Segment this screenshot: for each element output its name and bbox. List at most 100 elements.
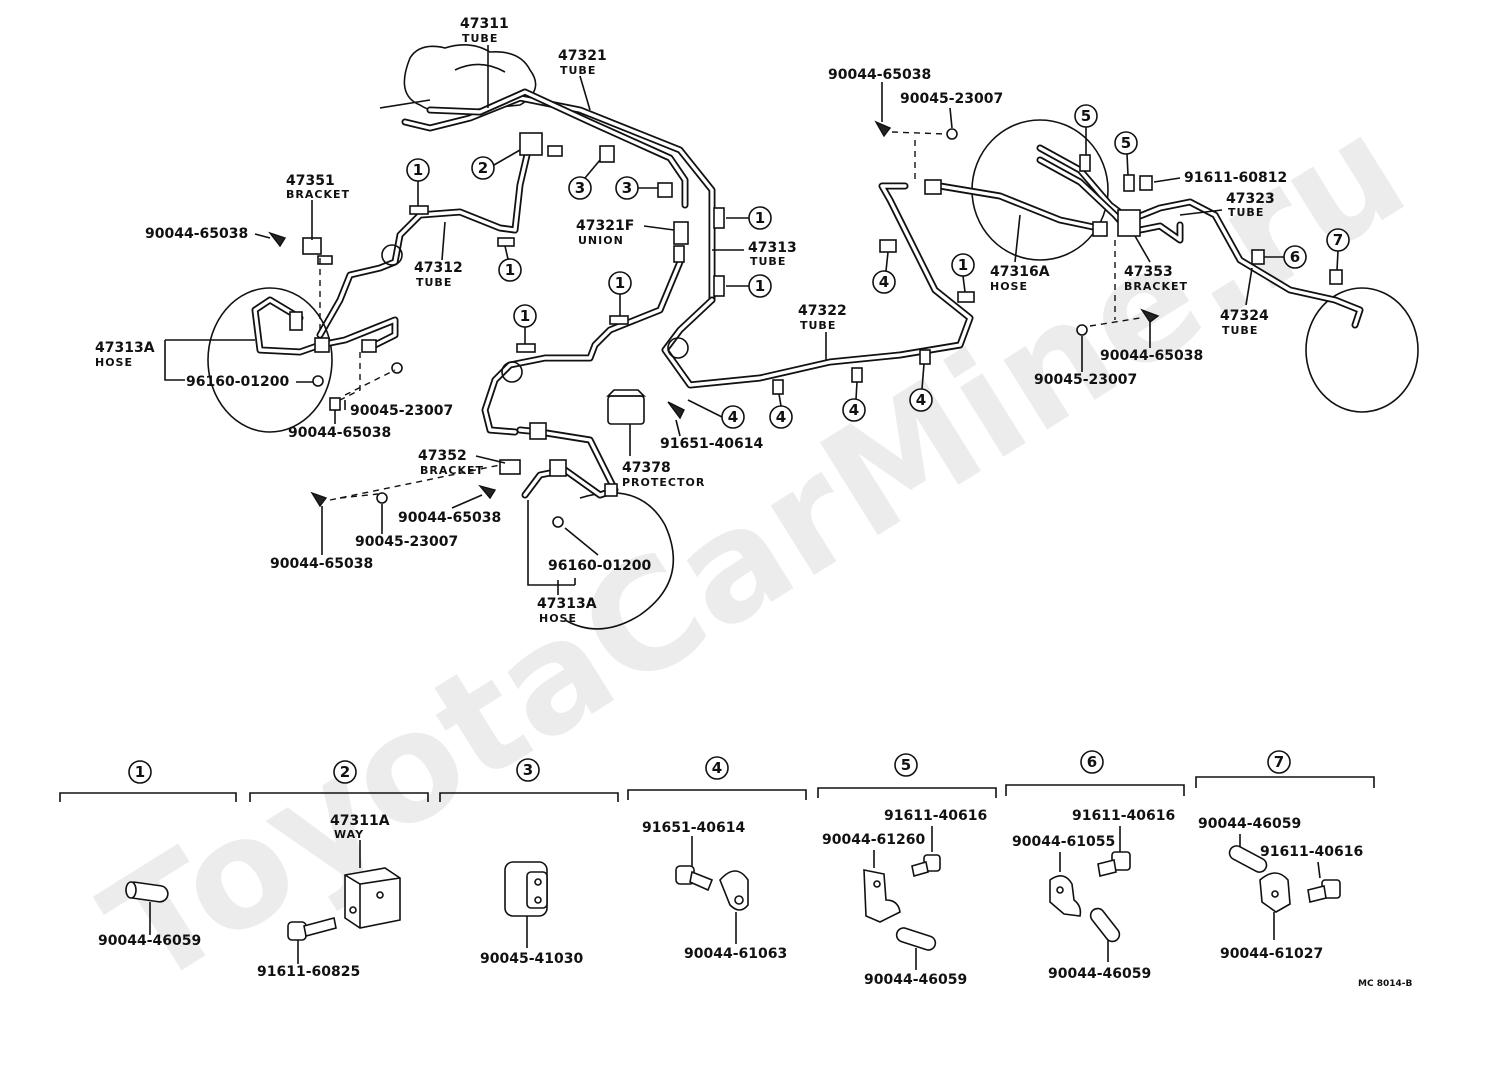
svg-text:90044-61027: 90044-61027 (1220, 946, 1323, 962)
legend-group-6: 6 91611-40616 90044-61055 90044-46059 (1005, 750, 1185, 982)
pn-1: 90044-65038 (145, 226, 248, 242)
part-numbers: 90044-65038 96160-01200 90045-23007 9004… (145, 67, 1287, 574)
svg-text:4: 4 (879, 273, 889, 291)
bubble: 5 (1114, 131, 1138, 155)
svg-text:90044-61260: 90044-61260 (822, 832, 925, 848)
svg-text:TUBE: TUBE (560, 64, 596, 77)
tube-clips (409, 205, 975, 395)
svg-text:BRACKET: BRACKET (286, 188, 350, 201)
svg-text:7: 7 (1274, 753, 1284, 771)
bubble: 1 (498, 258, 522, 282)
bubble: 6 (1283, 245, 1307, 269)
callout-47352: 47352 BRACKET (418, 448, 506, 477)
svg-text:TUBE: TUBE (800, 319, 836, 332)
svg-text:7: 7 (1333, 231, 1343, 249)
bubble: 1 (513, 304, 537, 328)
svg-text:4: 4 (849, 401, 859, 419)
legend-group-2: 2 47311A WAY 91611-60825 (249, 760, 429, 980)
reference-bubbles: 1 2 3 3 1 1 1 1 1 4 4 4 4 4 1 5 5 6 7 (406, 104, 1350, 429)
svg-text:1: 1 (755, 277, 765, 295)
svg-text:1: 1 (755, 209, 765, 227)
svg-text:90044-46059: 90044-46059 (1048, 966, 1151, 982)
svg-text:3: 3 (622, 179, 632, 197)
svg-text:6: 6 (1290, 248, 1300, 266)
pn-3: 90045-23007 (350, 403, 453, 419)
pn-8: 96160-01200 (548, 558, 651, 574)
svg-text:90044-61063: 90044-61063 (684, 946, 787, 962)
bubble: 4 (842, 398, 866, 422)
pn-10: 90044-65038 (828, 67, 931, 83)
svg-text:91611-40616: 91611-40616 (1260, 844, 1363, 860)
pn-14: 91611-60812 (1184, 170, 1287, 186)
bubble: 1 (951, 253, 975, 277)
bubble: 4 (769, 405, 793, 429)
callout-47313: 47313 TUBE (712, 240, 797, 268)
svg-text:WAY: WAY (334, 828, 364, 841)
pn-7: 90044-65038 (270, 556, 373, 572)
svg-text:90044-61055: 90044-61055 (1012, 834, 1115, 850)
callout-47351: 47351 BRACKET (286, 173, 350, 240)
svg-text:TUBE: TUBE (462, 32, 498, 45)
svg-text:47313: 47313 (748, 240, 797, 256)
svg-text:91611-40616: 91611-40616 (1072, 808, 1175, 824)
bubble: 1 (608, 271, 632, 295)
svg-text:1: 1 (958, 256, 968, 274)
callout-47323: 47323 TUBE (1179, 191, 1275, 219)
svg-text:47353: 47353 (1124, 264, 1173, 280)
svg-text:47312: 47312 (414, 260, 463, 276)
rear-axle-brake (874, 119, 1419, 413)
svg-text:5: 5 (901, 756, 911, 774)
svg-text:47351: 47351 (286, 173, 335, 189)
svg-text:3: 3 (575, 179, 585, 197)
callout-47321f: 47321F UNION (576, 218, 675, 247)
bubble: 3 (615, 176, 639, 200)
svg-text:47324: 47324 (1220, 308, 1269, 324)
pn-9: 91651-40614 (660, 436, 763, 452)
svg-text:1: 1 (413, 161, 423, 179)
svg-text:HOSE: HOSE (990, 280, 1028, 293)
svg-text:3: 3 (523, 761, 533, 779)
callout-47313a-bottom: 47313A HOSE (527, 500, 597, 625)
svg-text:47352: 47352 (418, 448, 467, 464)
bracket-part (863, 854, 941, 951)
pn-12: 90044-65038 (1100, 348, 1203, 364)
svg-text:47313A: 47313A (95, 340, 155, 356)
master-cylinder-sketch (379, 44, 537, 114)
bubble: 1 (406, 158, 430, 182)
svg-text:TUBE: TUBE (1222, 324, 1258, 337)
svg-text:91611-40616: 91611-40616 (884, 808, 987, 824)
pn-11: 90045-23007 (900, 91, 1003, 107)
tube-47312 (316, 151, 531, 339)
svg-text:4: 4 (728, 408, 738, 426)
bubble: 4 (721, 405, 745, 429)
way-block-part (287, 867, 401, 941)
tube-47313 (481, 258, 684, 436)
pn-2: 96160-01200 (186, 374, 289, 390)
callout-47378: 47378 PROTECTOR (622, 424, 704, 489)
svg-text:1: 1 (505, 261, 515, 279)
svg-text:4: 4 (916, 391, 926, 409)
svg-text:1: 1 (615, 274, 625, 292)
bubble: 2 (471, 156, 495, 180)
legend-group-7: 7 90044-46059 91611-40616 90044-61027 (1195, 750, 1375, 962)
svg-text:UNION: UNION (578, 234, 624, 247)
callout-47313a-left: 47313A HOSE (95, 339, 255, 381)
legend-group-4: 4 91651-40614 90044-61063 (627, 756, 807, 962)
svg-text:1: 1 (520, 307, 530, 325)
callout-47324: 47324 TUBE (1220, 267, 1269, 337)
svg-text:4: 4 (776, 408, 786, 426)
pn-13: 90045-23007 (1034, 372, 1137, 388)
bubble: 3 (568, 176, 592, 200)
svg-text:1: 1 (135, 763, 145, 781)
legend-group-5: 5 91611-40616 90044-61260 90044-46059 (817, 753, 997, 988)
svg-text:BRACKET: BRACKET (1124, 280, 1188, 293)
bottom-wheel-brake (310, 422, 675, 630)
legend-group-3: 3 90045-41030 (439, 758, 619, 967)
callout-47353: 47353 BRACKET (1124, 235, 1188, 293)
svg-text:TUBE: TUBE (750, 255, 786, 268)
svg-text:47316A: 47316A (990, 264, 1050, 280)
left-wheel-brake (207, 231, 403, 433)
pn-5: 90044-65038 (398, 510, 501, 526)
callout-47322: 47322 TUBE (798, 303, 847, 360)
